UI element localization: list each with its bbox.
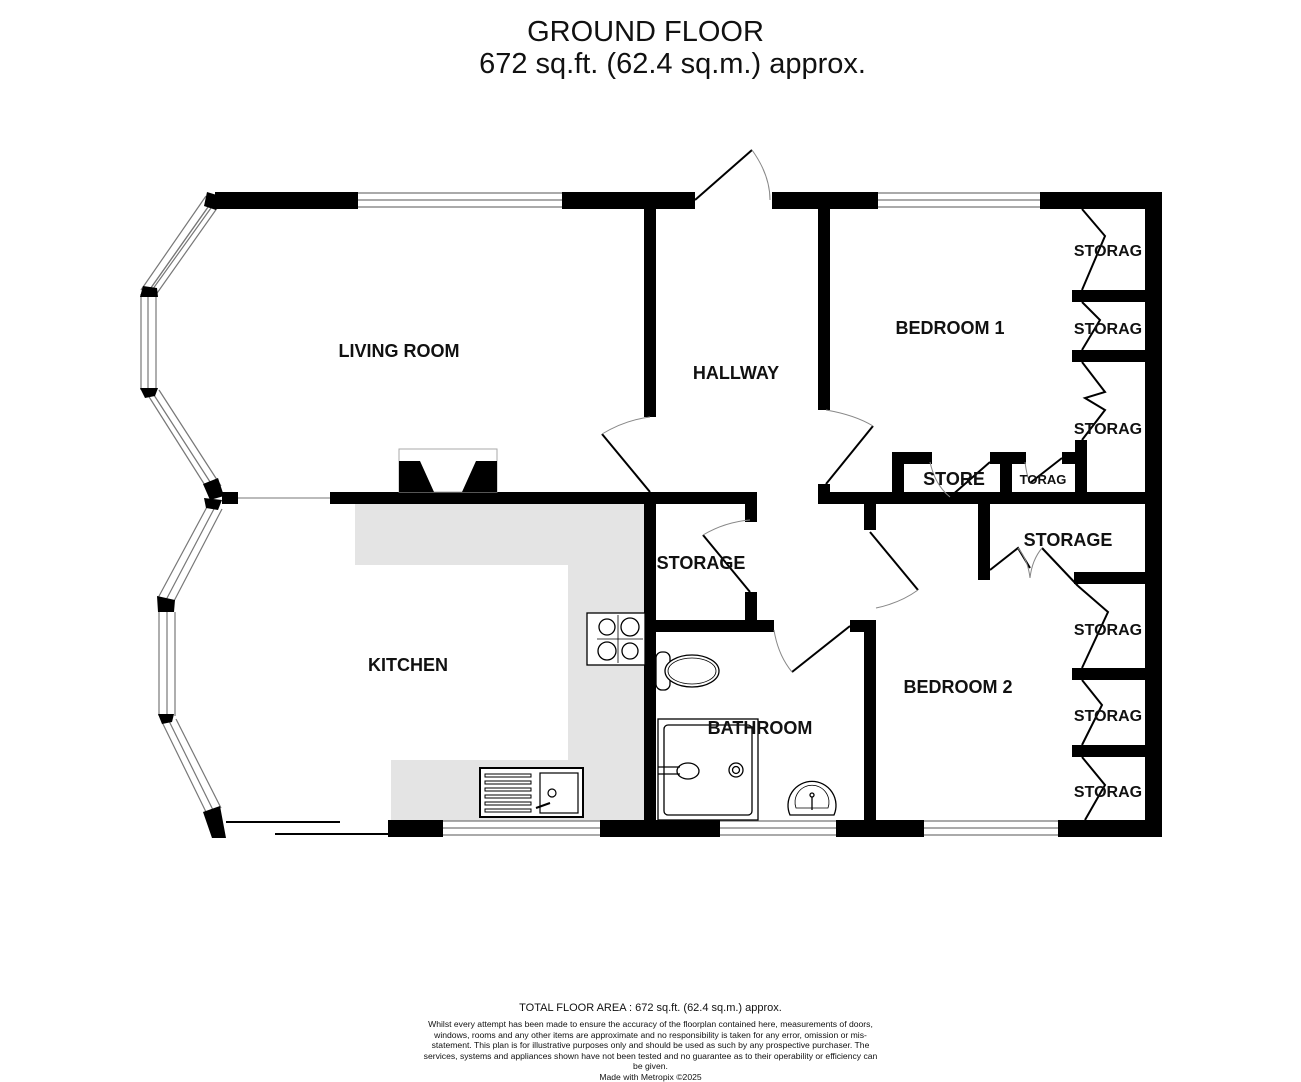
label-wardrobe-bed2-2: STORAG bbox=[1074, 708, 1142, 725]
label-wardrobe-bed1-1: STORAG bbox=[1074, 243, 1142, 260]
label-storage-hall: STORAGE bbox=[657, 553, 746, 573]
bay-window-kitchen bbox=[158, 505, 222, 812]
disclaimer: Whilst every attempt has been made to en… bbox=[421, 1019, 881, 1072]
label-wardrobe-bed1-3: STORAG bbox=[1074, 421, 1142, 438]
basin-icon bbox=[788, 781, 836, 815]
bay-posts bbox=[140, 192, 226, 838]
total-floor-area: TOTAL FLOOR AREA : 672 sq.ft. (62.4 sq.m… bbox=[0, 1001, 1301, 1015]
label-bedroom-1: BEDROOM 1 bbox=[895, 318, 1004, 338]
label-living-room: LIVING ROOM bbox=[339, 341, 460, 361]
label-bedroom-2: BEDROOM 2 bbox=[903, 677, 1012, 697]
bay-window-living bbox=[141, 196, 221, 490]
label-wardrobe-bed2-3: STORAG bbox=[1074, 784, 1142, 801]
label-wardrobe-bed2-1: STORAG bbox=[1074, 622, 1142, 639]
sink-icon bbox=[480, 768, 583, 817]
label-bathroom: BATHROOM bbox=[708, 718, 813, 738]
fireplace-icon bbox=[399, 449, 497, 492]
label-store: STORE bbox=[923, 469, 985, 489]
hob-icon bbox=[587, 613, 645, 665]
label-storage-small: TORAG bbox=[1020, 472, 1067, 487]
label-wardrobe-bed1-2: STORAG bbox=[1074, 321, 1142, 338]
credit: Made with Metropix ©2025 bbox=[421, 1072, 881, 1082]
label-kitchen: KITCHEN bbox=[368, 655, 448, 675]
label-storage-bed2: STORAGE bbox=[1024, 530, 1113, 550]
toilet-icon bbox=[656, 652, 719, 690]
sliding-door bbox=[226, 822, 390, 834]
label-hallway: HALLWAY bbox=[693, 363, 779, 383]
footer: TOTAL FLOOR AREA : 672 sq.ft. (62.4 sq.m… bbox=[0, 1001, 1301, 1082]
